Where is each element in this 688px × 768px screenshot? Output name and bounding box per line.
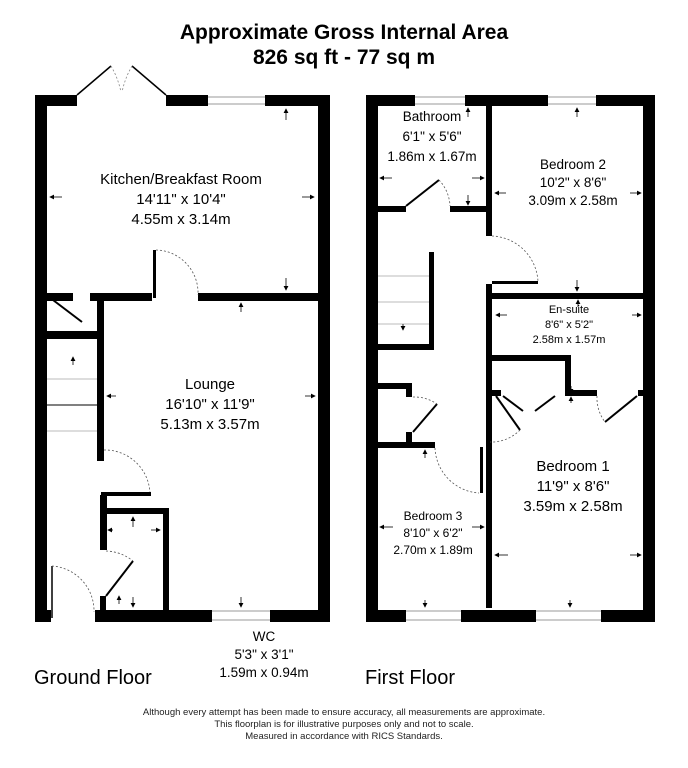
room-size-metric: 2.70m x 1.89m — [393, 543, 473, 557]
room-size-imperial: 11'9" x 8'6" — [536, 478, 610, 495]
first-floor-plan — [366, 95, 655, 622]
disclaimer: Although every attempt has been made to … — [0, 707, 688, 743]
floor-label-ground: Ground Floor — [34, 667, 152, 689]
room-size-metric: 2.58m x 1.57m — [532, 334, 606, 346]
room-name: Lounge — [184, 376, 236, 393]
french-doors-icon — [76, 65, 167, 96]
ground-floor-plan — [35, 65, 330, 622]
window-lounge — [212, 610, 270, 621]
floor-label-first: First Floor — [365, 667, 455, 689]
room-name: Bedroom 1 — [536, 458, 610, 475]
room-name: WC — [252, 629, 276, 644]
room-label-en-suite: En-suite 8'6" x 5'2" 2.58m x 1.57m — [533, 303, 606, 348]
room-size-imperial: 8'10" x 6'2" — [403, 526, 463, 540]
room-name: Bedroom 3 — [403, 509, 463, 523]
stairs-ground — [47, 378, 97, 432]
room-label-lounge: Lounge 16'10" x 11'9" 5.13m x 3.57m — [160, 375, 259, 435]
room-size-metric: 1.59m x 0.94m — [219, 665, 309, 680]
room-size-imperial: 10'2" x 8'6" — [539, 175, 607, 190]
window-kitchen — [208, 96, 265, 105]
disclaimer-line: Measured in accordance with RICS Standar… — [245, 731, 443, 742]
room-name: Kitchen/Breakfast Room — [100, 171, 262, 188]
dimension-arrows-ground — [49, 108, 316, 608]
room-size-metric: 5.13m x 3.57m — [160, 416, 260, 433]
disclaimer-line: Although every attempt has been made to … — [142, 707, 546, 718]
room-size-metric: 1.86m x 1.67m — [387, 149, 477, 164]
room-size-imperial: 6'1" x 5'6" — [402, 129, 462, 144]
disclaimer-line: This floorplan is for illustrative purpo… — [214, 719, 474, 730]
wall-left — [35, 95, 47, 622]
room-size-imperial: 16'10" x 11'9" — [165, 396, 255, 413]
room-label-bathroom: Bathroom 6'1" x 5'6" 1.86m x 1.67m — [387, 107, 476, 167]
room-size-metric: 3.59m x 2.58m — [523, 498, 623, 515]
room-size-imperial: 8'6" x 5'2" — [544, 319, 594, 331]
room-name: Bedroom 2 — [539, 157, 607, 172]
room-label-kitchen: Kitchen/Breakfast Room 14'11" x 10'4" 4.… — [100, 170, 262, 230]
gross-area: 826 sq ft - 77 sq m — [252, 46, 436, 69]
room-name: Bathroom — [402, 109, 462, 124]
room-label-bedroom-2: Bedroom 2 10'2" x 8'6" 3.09m x 2.58m — [528, 156, 617, 210]
wall-right — [318, 95, 330, 622]
room-size-imperial: 14'11" x 10'4" — [136, 191, 226, 208]
dimension-arrows-first — [379, 107, 642, 608]
room-size-metric: 3.09m x 2.58m — [528, 193, 618, 208]
room-label-bedroom-1: Bedroom 1 11'9" x 8'6" 3.59m x 2.58m — [523, 457, 622, 517]
room-label-wc: WC 5'3" x 3'1" 1.59m x 0.94m — [219, 628, 308, 682]
room-name: En-suite — [548, 304, 590, 316]
room-label-bedroom-3: Bedroom 3 8'10" x 6'2" 2.70m x 1.89m — [393, 508, 472, 559]
room-size-imperial: 5'3" x 3'1" — [234, 647, 294, 662]
page-title: Approximate Gross Internal Area — [179, 21, 509, 44]
room-size-metric: 4.55m x 3.14m — [131, 211, 231, 228]
